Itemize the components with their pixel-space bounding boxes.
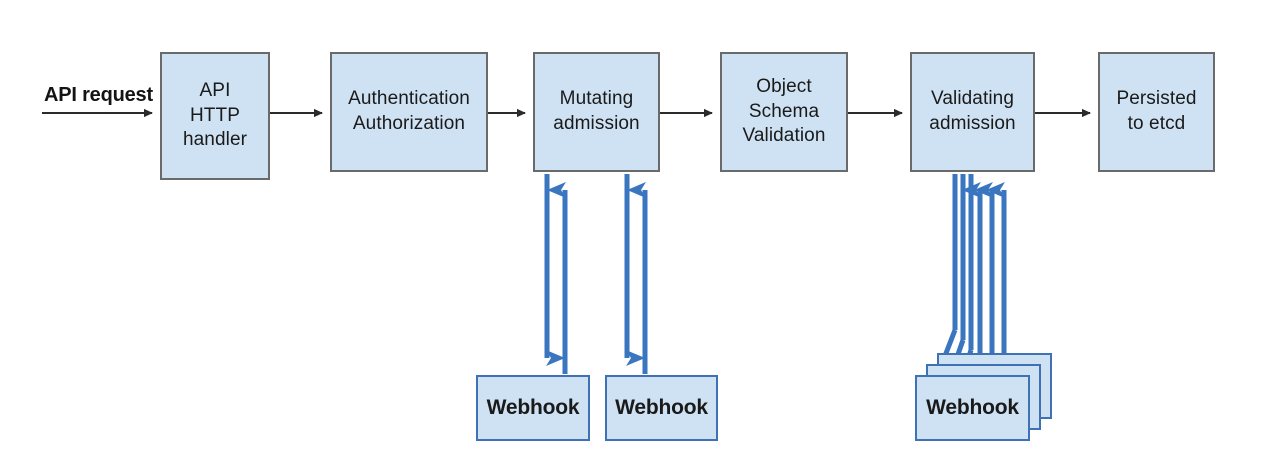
stage-label-persisted-to-etcd: Persisted to etcd [1116, 88, 1197, 134]
stage-label-object-schema: Object Schema Validation [742, 75, 826, 147]
stage-box-mutating-admission[interactable]: Mutating admission [533, 52, 660, 172]
stage-box-auth[interactable]: Authentication Authorization [330, 52, 488, 172]
webhook-box-mutating-1[interactable]: Webhook [476, 375, 590, 441]
stage-box-validating-admission[interactable]: Validating admission [910, 52, 1035, 172]
webhook-label-validating-stack: Webhook [926, 396, 1019, 419]
api-request-label: API request [44, 84, 153, 106]
stage-label-auth: Authentication Authorization [348, 88, 470, 134]
stage-label-mutating-admission: Mutating admission [553, 88, 640, 134]
stage-label-validating-admission: Validating admission [929, 88, 1016, 134]
webhook-box-mutating-2[interactable]: Webhook [605, 375, 718, 441]
webhook-arrow-validating-down-1 [934, 174, 958, 382]
webhook-label-mutating-2: Webhook [615, 396, 708, 419]
stage-box-object-schema[interactable]: Object Schema Validation [720, 52, 848, 172]
webhook-arrow-validating-down-2 [944, 174, 966, 391]
stage-box-api-http-handler[interactable]: API HTTP handler [160, 52, 270, 180]
webhook-label-mutating-1: Webhook [486, 396, 580, 419]
stage-label-api-http-handler: API HTTP handler [182, 79, 248, 151]
stage-box-persisted-to-etcd[interactable]: Persisted to etcd [1098, 52, 1215, 172]
webhook-box-validating-stack-front[interactable]: Webhook [915, 375, 1030, 441]
